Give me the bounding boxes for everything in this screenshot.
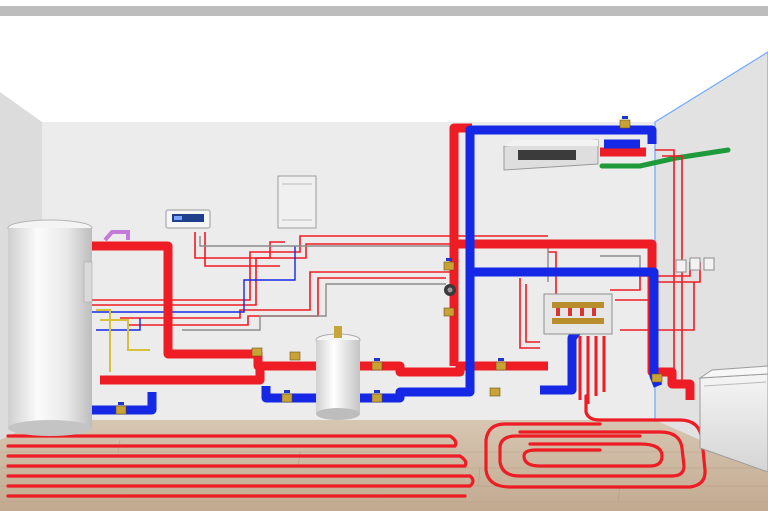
floor-return-main	[261, 368, 475, 403]
wall-control-box	[277, 175, 317, 229]
left-floor-loop	[6, 434, 475, 498]
room-sensor-icons	[675, 257, 715, 273]
back-wall	[42, 122, 655, 420]
pump-icon	[444, 284, 456, 296]
ball-valve-icon	[115, 119, 663, 415]
ceiling-fan-coil-unit	[503, 139, 599, 171]
valve-handles	[118, 116, 628, 405]
thin-return-lines	[92, 236, 641, 331]
underfloor-heating-loops	[6, 394, 707, 498]
drain-pipe	[103, 230, 130, 242]
floor-fan-convector	[698, 365, 768, 473]
wall-thermostat-display	[165, 209, 211, 229]
tank-supply-main	[92, 241, 548, 377]
riser-return	[465, 125, 657, 368]
hot-water-cylinder	[7, 219, 93, 436]
underfloor-manifold	[543, 293, 613, 335]
ceiling-edge	[0, 6, 768, 16]
right-floor-spiral	[484, 394, 707, 489]
tank-bottom-supply	[100, 364, 265, 385]
expansion-vessel	[315, 326, 361, 420]
tank-fittings	[96, 309, 150, 372]
manifold-loop-drops	[578, 336, 606, 404]
gas-pipe	[599, 147, 731, 169]
tank-return-main	[92, 392, 157, 415]
top-branch-supply	[454, 239, 695, 400]
